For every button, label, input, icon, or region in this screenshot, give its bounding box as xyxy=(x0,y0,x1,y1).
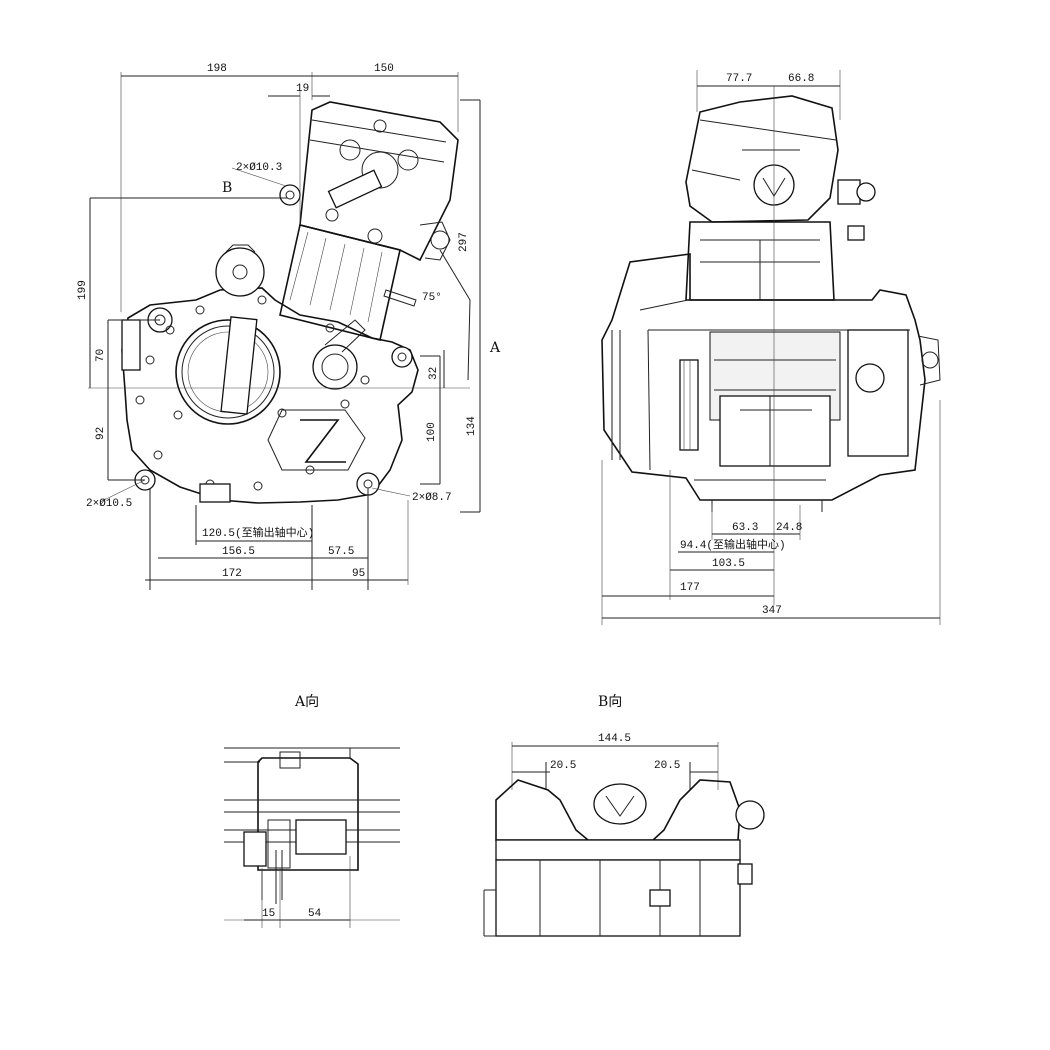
dim-347: 347 xyxy=(762,605,782,617)
dim-134: 134 xyxy=(466,416,478,436)
front-view: 77.7 66.8 63.3 24.8 94.4(至输出轴中心) 103.5 1… xyxy=(601,70,941,625)
dim-198: 198 xyxy=(207,63,227,75)
oil-filler xyxy=(215,247,265,297)
dim-hole-right: 2×Ø8.7 xyxy=(412,492,452,504)
view-b-emblem xyxy=(593,783,647,825)
dim-297: 297 xyxy=(458,232,470,252)
crank-boss xyxy=(312,344,358,390)
dim-144-5: 144.5 xyxy=(598,733,631,745)
dim-95: 95 xyxy=(352,568,365,580)
dim-103-5: 103.5 xyxy=(712,558,745,570)
dim-hole-left: 2×Ø10.5 xyxy=(86,498,132,510)
dim-angle: 75° xyxy=(422,292,442,304)
dim-172: 172 xyxy=(222,568,242,580)
dim-20-5-left: 20.5 xyxy=(550,760,576,772)
logo-z xyxy=(300,419,346,463)
head-cover xyxy=(685,95,839,223)
side-view: 198 150 19 2×Ø10.3 B 297 199 75° A 70 32… xyxy=(77,63,501,590)
logo-plate xyxy=(267,409,366,471)
dim-24-8: 24.8 xyxy=(776,522,802,534)
dim-32: 32 xyxy=(428,367,440,380)
dim-94-4: 94.4(至输出轴中心) xyxy=(680,537,786,552)
dim-77-7: 77.7 xyxy=(726,73,752,85)
dim-150: 150 xyxy=(374,63,394,75)
intake-port xyxy=(419,221,451,261)
dim-177: 177 xyxy=(680,582,700,594)
dim-100: 100 xyxy=(426,422,438,442)
clutch-cover xyxy=(175,319,281,425)
dim-19: 19 xyxy=(296,83,309,95)
ref-b-label: B xyxy=(222,180,232,196)
view-b-title: B向 xyxy=(598,694,622,710)
dim-20-5-right: 20.5 xyxy=(654,760,680,772)
dim-92: 92 xyxy=(95,427,107,440)
dim-63-3: 63.3 xyxy=(732,522,758,534)
ref-a-label: A xyxy=(489,340,501,356)
dim-199: 199 xyxy=(77,280,89,300)
view-b: B向 144.5 20.5 20.5 xyxy=(483,694,765,937)
view-a: A向 15 54 xyxy=(224,694,400,928)
dim-57-5: 57.5 xyxy=(328,546,354,558)
dim-hole-top: 2×Ø10.3 xyxy=(236,162,282,174)
dim-15: 15 xyxy=(262,908,275,920)
dim-54: 54 xyxy=(308,908,322,920)
view-a-title: A向 xyxy=(294,694,319,710)
dim-66-8: 66.8 xyxy=(788,73,814,85)
dim-120-5: 120.5(至输出轴中心) xyxy=(202,525,314,540)
dim-70: 70 xyxy=(95,349,107,362)
crankcase-outline xyxy=(121,287,419,504)
dim-156-5: 156.5 xyxy=(222,546,255,558)
cylinder-head xyxy=(299,101,459,262)
